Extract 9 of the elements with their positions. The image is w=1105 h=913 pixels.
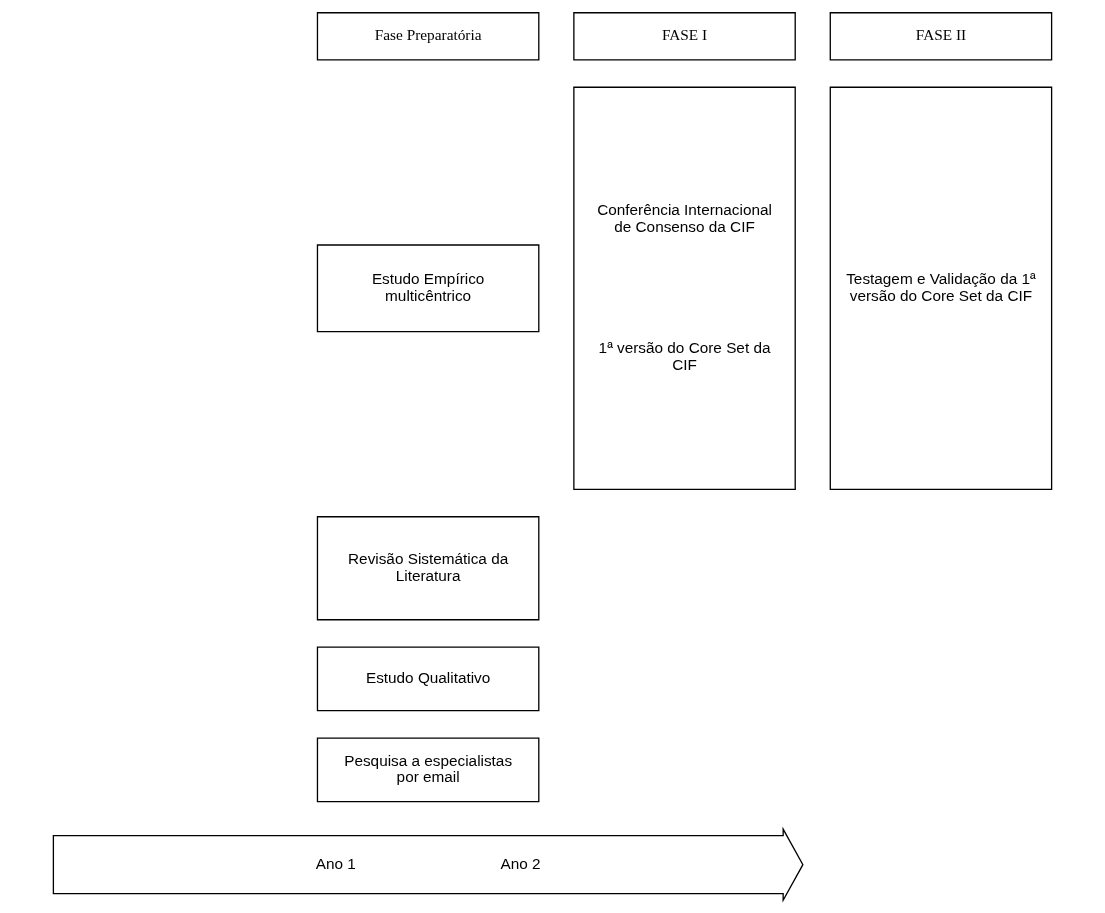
node-box: Estudo Empírico multicêntrico [316, 244, 540, 333]
node-box: Testagem e Validação da 1ª versão do Core Set da CIF [829, 86, 1053, 491]
node-box: Conferência Internacional de Consenso da CIF 1ª versão do Core Set da CIF [573, 86, 796, 491]
node-box: Estudo Qualitativo [316, 646, 540, 712]
node-box: FASE II [829, 12, 1053, 61]
node-box: FASE I [573, 12, 796, 61]
node-box: Revisão Sistemática da Literatura [316, 516, 540, 621]
node-box: Pesquisa a especialistas por email [316, 737, 540, 803]
node-box: Fase Preparatória [316, 12, 540, 61]
